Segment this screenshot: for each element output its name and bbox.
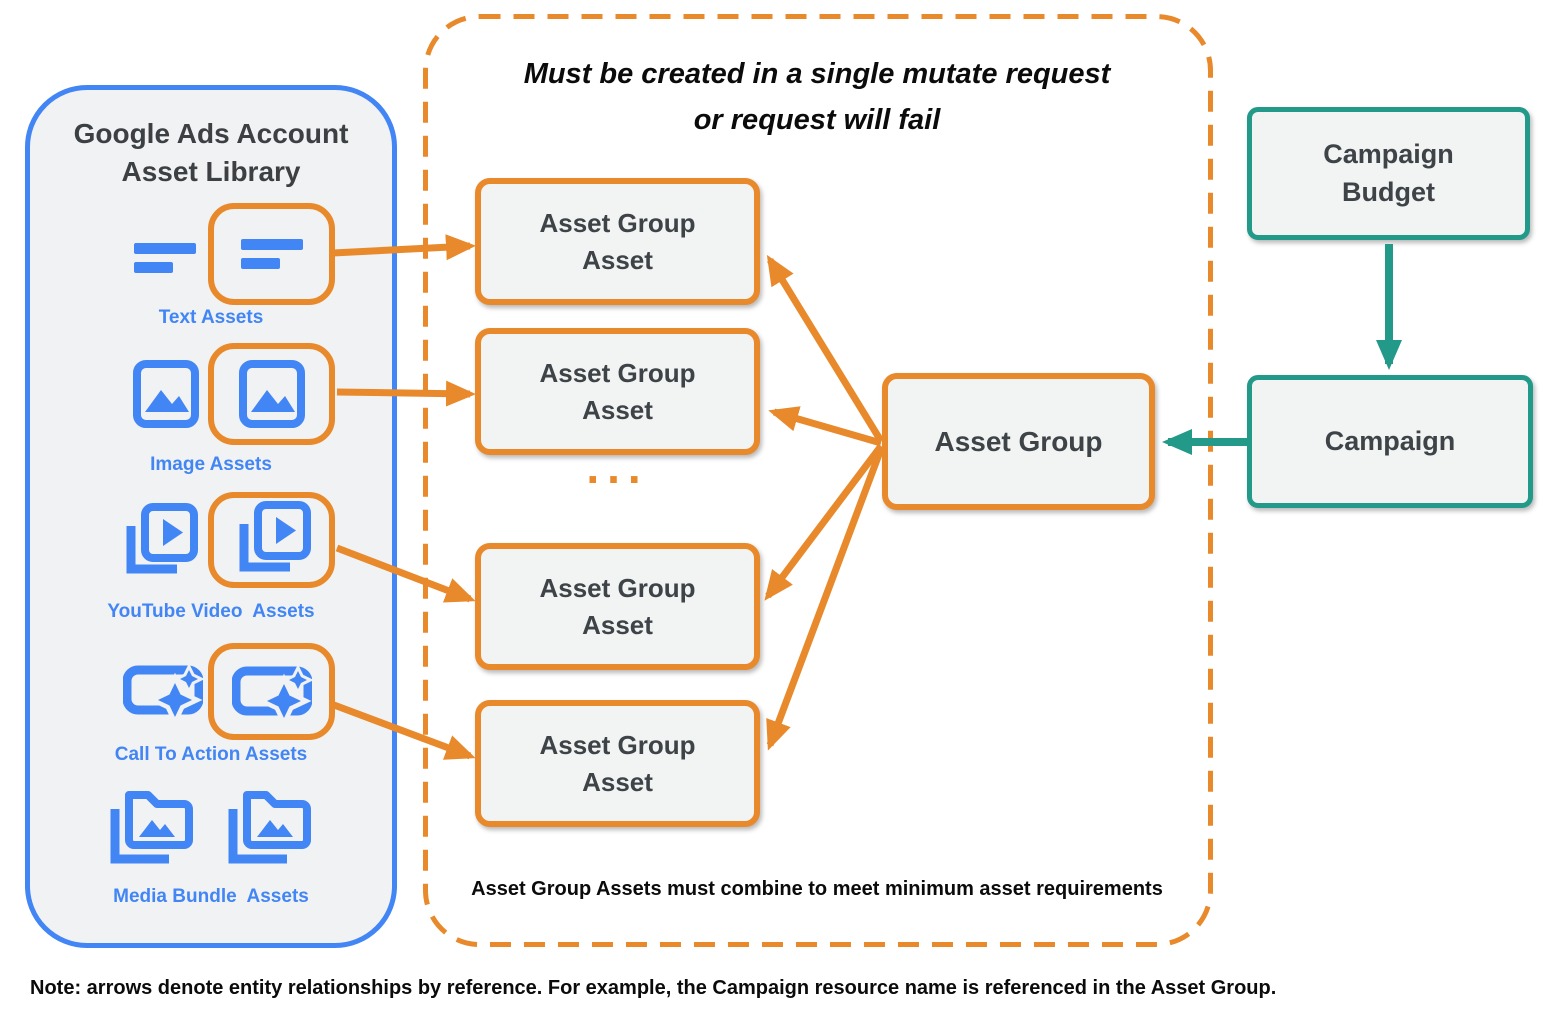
image-assets-label: Image Assets xyxy=(150,454,272,475)
more-assets-ellipsis: ... xyxy=(586,441,649,493)
mutate-panel-caption: Asset Group Assets must combine to meet … xyxy=(471,878,1163,900)
library-title: Google Ads Account Asset Library xyxy=(73,118,349,187)
asset-group-asset-box-3: Asset Group Asset xyxy=(475,543,760,670)
campaign-budget-box: Campaign Budget xyxy=(1247,107,1530,240)
asset-group-asset-box-2: Asset Group Asset xyxy=(475,328,760,455)
asset-library-panel: Google Ads Account Asset Library Text As… xyxy=(25,85,397,948)
media-bundle-asset-icon xyxy=(105,787,199,869)
call-to-action-asset-highlight-frame xyxy=(208,643,335,740)
youtube-video-asset-highlight-frame xyxy=(208,492,335,588)
media-bundle-asset-icon xyxy=(223,787,317,869)
call-to-action-assets-label: Call To Action Assets xyxy=(114,744,308,765)
asset-group-asset-box-4: Asset Group Asset xyxy=(475,700,760,827)
youtube-video-asset-icon xyxy=(239,501,311,572)
youtube-video-asset-icon xyxy=(120,502,198,582)
image-asset-icon xyxy=(133,360,199,428)
asset-group-box: Asset Group xyxy=(882,373,1155,510)
mutate-panel-title: Must be created in a single mutate reque… xyxy=(523,58,1111,136)
youtube-video-assets-label: YouTube Video Assets xyxy=(107,601,315,622)
asset-group-asset-box-1: Asset Group Asset xyxy=(475,178,760,305)
text-assets-label: Text Assets xyxy=(158,307,264,328)
image-asset-highlight-frame xyxy=(208,343,335,445)
campaign-box: Campaign xyxy=(1247,375,1533,508)
call-to-action-asset-icon xyxy=(123,662,203,720)
footnote: Note: arrows denote entity relationships… xyxy=(30,977,1277,999)
text-asset-highlight-frame xyxy=(208,203,335,305)
text-asset-icon xyxy=(240,239,303,269)
image-asset-icon xyxy=(238,360,305,428)
media-bundle-assets-label: Media Bundle Assets xyxy=(113,886,309,907)
text-asset-icon xyxy=(133,240,197,276)
call-to-action-asset-icon xyxy=(231,663,312,721)
